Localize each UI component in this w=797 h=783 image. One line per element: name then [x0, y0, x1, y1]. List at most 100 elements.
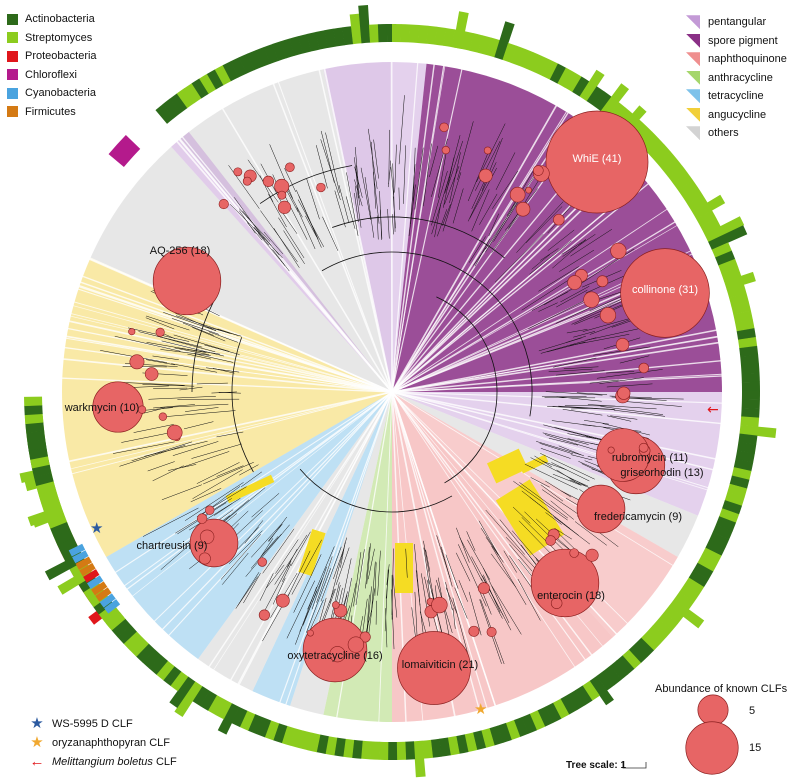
tree-branch — [562, 408, 603, 416]
ring-segment — [518, 48, 534, 69]
tree-branch — [174, 347, 210, 355]
ring-segment — [545, 702, 562, 723]
cluster-label: WhiE (41) — [573, 153, 622, 165]
cluster-bubble-small — [316, 182, 326, 193]
sector-divider — [391, 108, 572, 393]
ring-segment — [439, 737, 451, 757]
tree-branch — [474, 238, 490, 267]
sector-divider — [391, 206, 672, 393]
ring-segment — [24, 396, 43, 407]
tree-branch — [509, 544, 533, 572]
sector-divider — [165, 391, 393, 640]
ring-segment — [349, 13, 362, 45]
ring-segment — [387, 741, 398, 760]
ring-segment — [719, 508, 740, 523]
ring-segment — [646, 625, 667, 645]
tree-branch — [182, 322, 214, 336]
cluster-bubble-small — [431, 596, 448, 614]
tree-branch — [181, 451, 230, 468]
tree-branch — [145, 359, 175, 366]
legend-label: Melittangium boletus CLF — [52, 753, 177, 771]
cluster-bubble-small — [158, 412, 168, 421]
legend-swatch — [686, 70, 700, 85]
tree-branch — [538, 337, 582, 352]
tree-branch — [423, 540, 435, 603]
tree-branch — [545, 512, 562, 525]
tree-branch — [168, 464, 197, 471]
tree-branch — [529, 240, 572, 275]
legend-label: WS-5995 D CLF — [52, 717, 133, 730]
tree-branch — [380, 209, 383, 239]
clade-sector-tetracycline — [106, 392, 393, 659]
legend-item-chloroflexi: Chloroflexi — [7, 66, 97, 85]
ring-segment — [170, 671, 189, 692]
ring-segment — [740, 416, 760, 427]
ring-segment — [740, 363, 760, 374]
ring-segment — [709, 532, 730, 548]
tree-branch — [320, 546, 342, 602]
ring-segment — [736, 328, 756, 340]
ring-segment — [669, 598, 705, 629]
tree-branch — [539, 443, 574, 455]
ring-segment — [155, 104, 174, 124]
tree-branch — [550, 500, 574, 520]
abundance-large-label: 15 — [749, 742, 762, 754]
tree-branch — [512, 506, 531, 524]
tree-branch — [471, 189, 490, 232]
tree-branch — [340, 542, 346, 568]
ring-segment — [593, 91, 612, 112]
tree-branch — [206, 367, 240, 373]
tree-branch — [600, 406, 664, 415]
cluster-bubble-small — [155, 327, 165, 337]
ring-segment — [526, 52, 542, 73]
sector-divider — [85, 256, 393, 393]
tree-branch — [367, 128, 378, 189]
tree-branch — [171, 363, 218, 373]
ring-segment — [273, 723, 288, 744]
tree-branch — [466, 531, 476, 551]
ring-segment — [378, 741, 389, 760]
tree-branch — [552, 473, 582, 486]
marker-legend: ★WS-5995 D CLF ★oryzanaphthopyran CLF ←M… — [28, 714, 177, 771]
tree-branch — [281, 563, 292, 582]
tree-branch — [114, 335, 181, 352]
tree-branch — [293, 554, 322, 613]
tree-branch — [456, 527, 470, 563]
ring-segment — [111, 618, 132, 638]
ring-segment — [679, 584, 700, 603]
tree-branch — [298, 195, 319, 240]
ring-segment — [27, 505, 64, 527]
ring-segment — [652, 618, 673, 638]
cluster-bubble-small — [638, 442, 649, 453]
ring-segment — [658, 612, 678, 631]
legend-item-spore-pigment: spore pigment — [686, 32, 787, 51]
tree-branch — [485, 537, 499, 556]
tree-branch — [247, 222, 263, 241]
sector-divider — [391, 180, 653, 393]
tree-branch — [243, 573, 261, 604]
ring-segment — [129, 637, 149, 657]
ring-segment — [656, 151, 677, 171]
tree-branch — [388, 129, 390, 185]
tree-branch — [569, 334, 630, 346]
tree-branch — [367, 548, 375, 580]
tree-branch — [485, 195, 522, 250]
ring-segment — [697, 555, 718, 572]
sector-divider — [205, 391, 393, 672]
tree-branch — [217, 328, 239, 336]
ring-segment-mixed — [72, 550, 89, 564]
tree-branch — [147, 461, 175, 472]
sector-divider — [59, 346, 393, 393]
ring-segment — [489, 725, 504, 746]
cluster-bubble-small — [205, 505, 215, 515]
tree-branch — [306, 178, 320, 220]
ring-segment — [534, 55, 551, 76]
sector-divider — [391, 328, 722, 393]
cluster-bubble-small — [638, 362, 650, 374]
legend-item-anthracycline: anthracycline — [686, 69, 787, 88]
ring-segment-mixed — [87, 575, 104, 590]
sector-divider — [64, 319, 393, 393]
tree-branch — [449, 152, 461, 204]
tree-branch — [589, 296, 621, 312]
legend-item-oryzanaphthopyran: ★oryzanaphthopyran CLF — [28, 733, 177, 752]
